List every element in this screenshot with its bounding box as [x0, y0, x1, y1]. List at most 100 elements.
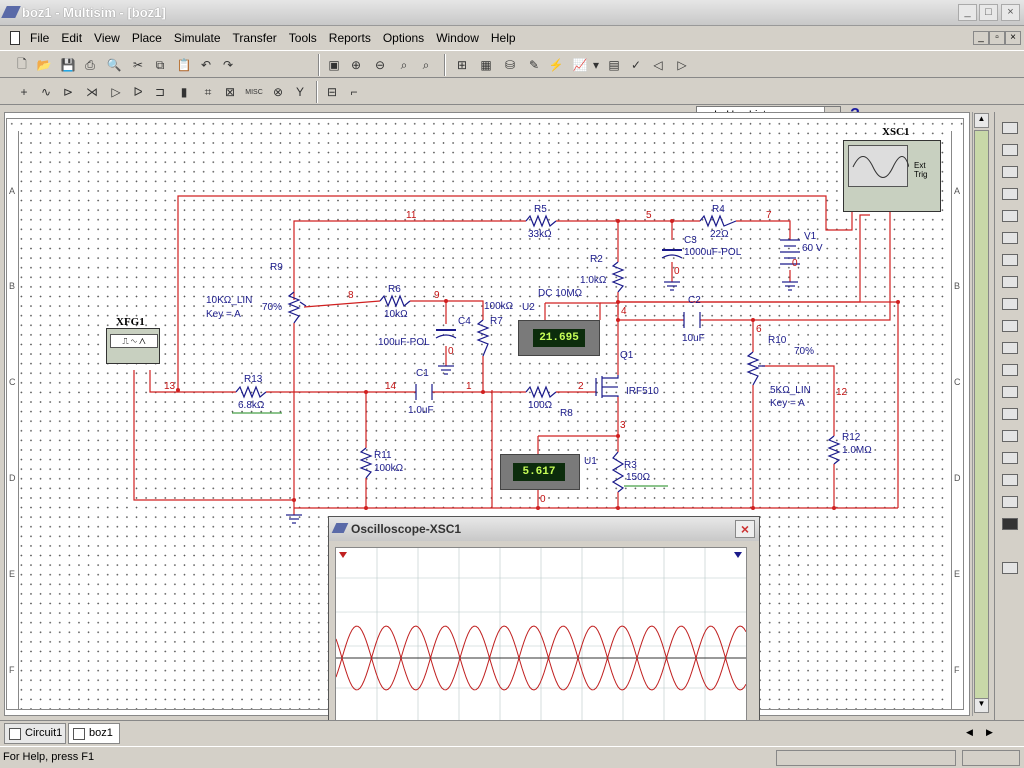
tab-scroll-right-icon[interactable]: ▶ [986, 727, 993, 737]
print-preview-icon[interactable]: 🔍 [106, 58, 122, 72]
resistor-r8[interactable] [525, 385, 557, 399]
cmos-icon[interactable]: ⊐ [154, 85, 166, 99]
tab-boz1[interactable]: boz1 [68, 723, 120, 744]
indicator-icon[interactable]: ⊠ [224, 85, 236, 99]
zoom-area-icon[interactable]: ⌕ [400, 57, 408, 72]
open-icon[interactable]: 📂 [36, 58, 52, 72]
menu-transfer[interactable]: Transfer [232, 31, 277, 45]
cut-icon[interactable]: ✂ [132, 58, 144, 72]
spectrum-analyzer-icon[interactable] [1002, 386, 1018, 398]
zoom-in-icon[interactable]: ⊕ [350, 58, 362, 72]
resistor-r13[interactable] [235, 385, 267, 399]
grapher-icon[interactable]: 📈 [572, 58, 588, 72]
postprocessor-icon[interactable]: ▤ [608, 58, 620, 72]
resistor-r7[interactable] [476, 319, 490, 357]
oscilloscope-icon[interactable] [1002, 188, 1018, 200]
distortion-analyzer-icon[interactable] [1002, 364, 1018, 376]
word-generator-icon[interactable] [1002, 276, 1018, 288]
maximize-button[interactable]: □ [979, 4, 998, 21]
misc-digital-icon[interactable]: ▮ [180, 85, 188, 99]
resistor-r11[interactable] [359, 447, 373, 479]
vertical-scrollbar[interactable]: ▲ ▼ [972, 112, 990, 716]
minimize-button[interactable]: _ [958, 4, 977, 21]
scroll-down-icon[interactable]: ▼ [974, 698, 989, 713]
potentiometer-r9[interactable] [287, 291, 301, 324]
labview-icon[interactable] [1002, 518, 1018, 530]
source-icon[interactable]: + [20, 85, 28, 99]
full-screen-icon[interactable]: ▣ [328, 58, 340, 72]
mosfet-q1[interactable] [602, 375, 619, 379]
network-analyzer-icon[interactable] [1002, 408, 1018, 420]
agilent-generator-icon[interactable] [1002, 430, 1018, 442]
redo-icon[interactable]: ↷ [222, 58, 234, 72]
wattmeter-icon[interactable] [1002, 166, 1018, 178]
oscilloscope-xsc1[interactable]: Ext Trig [843, 140, 941, 212]
frequency-counter-icon[interactable] [1002, 254, 1018, 266]
mdi-restore-button[interactable]: ▫ [989, 31, 1005, 45]
menu-help[interactable]: Help [490, 31, 516, 45]
menu-reports[interactable]: Reports [328, 31, 371, 45]
database-icon[interactable]: ⛁ [504, 58, 516, 72]
resistor-r2[interactable] [611, 261, 625, 293]
diode-icon[interactable]: ⊳ [62, 85, 74, 99]
misc-icon[interactable]: MISC [245, 88, 263, 96]
menu-edit[interactable]: Edit [61, 31, 83, 45]
schematic-canvas[interactable]: A B C D E F A B C D E F [6, 118, 964, 710]
new-icon[interactable]: 🗋 [17, 56, 27, 71]
electromechanical-icon[interactable]: Y [295, 85, 304, 99]
zoom-out-icon[interactable]: ⊖ [374, 58, 386, 72]
back-annotate-icon[interactable]: ◁ [653, 58, 663, 72]
agilent-multimeter-icon[interactable] [1002, 452, 1018, 464]
resistor-r4[interactable] [699, 214, 737, 228]
resistor-r6[interactable] [379, 294, 411, 308]
multimeter-u2[interactable]: 21.695 [518, 320, 600, 356]
menu-simulate[interactable]: Simulate [173, 31, 221, 45]
basic-icon[interactable]: ∿ [40, 85, 52, 99]
rf-icon[interactable]: ⊗ [272, 85, 284, 99]
print-icon[interactable]: ⎙ [85, 57, 95, 72]
hierarchical-block-icon[interactable]: ⊟ [326, 85, 338, 99]
scroll-up-icon[interactable]: ▲ [974, 113, 989, 128]
logic-converter-icon[interactable] [1002, 320, 1018, 332]
logic-analyzer-icon[interactable] [1002, 298, 1018, 310]
ttl-icon[interactable]: ᐅ [133, 85, 143, 99]
function-generator-xfg1[interactable]: ⎍ ∿ ⋀ [106, 328, 160, 364]
mdi-minimize-button[interactable]: _ [973, 31, 989, 45]
function-generator-icon[interactable] [1002, 144, 1018, 156]
spreadsheet-icon[interactable]: ▦ [480, 58, 492, 72]
zoom-fit-icon[interactable]: ⌕ [422, 57, 430, 72]
tab-circuit1[interactable]: Circuit1 [4, 723, 66, 744]
copy-icon[interactable]: ⧉ [155, 57, 165, 72]
potentiometer-r10[interactable] [746, 351, 760, 386]
mosfet-q1[interactable] [602, 395, 619, 397]
save-icon[interactable]: 💾 [60, 58, 76, 72]
undo-icon[interactable]: ↶ [200, 58, 212, 72]
transistor-icon[interactable]: ⋊ [86, 85, 98, 99]
menu-options[interactable]: Options [382, 31, 425, 45]
erc-icon[interactable]: ✓ [630, 58, 642, 72]
design-toolbox-icon[interactable]: ⊞ [456, 58, 468, 72]
four-channel-scope-icon[interactable] [1002, 210, 1018, 222]
resistor-r3[interactable] [611, 451, 625, 493]
agilent-scope-icon[interactable] [1002, 474, 1018, 486]
multimeter-icon[interactable] [1002, 122, 1018, 134]
tab-scroll-left-icon[interactable]: ◀ [966, 727, 973, 737]
oscilloscope-titlebar[interactable]: Oscilloscope-XSC1 × [329, 517, 759, 541]
analog-icon[interactable]: ▷ [111, 85, 121, 99]
resistor-r5[interactable] [525, 214, 557, 228]
resistor-r12[interactable] [827, 435, 841, 465]
tektronix-scope-icon[interactable] [1002, 496, 1018, 508]
menu-window[interactable]: Window [436, 31, 479, 45]
bode-plotter-icon[interactable] [1002, 232, 1018, 244]
multimeter-u1[interactable]: 5.617 [500, 454, 580, 490]
chevron-down-icon[interactable]: ▾ [592, 58, 600, 72]
component-wizard-icon[interactable]: ✎ [528, 58, 540, 72]
simulate-icon[interactable]: ⚡ [548, 58, 564, 72]
close-button[interactable]: × [1001, 4, 1020, 21]
capacitor-c3[interactable] [661, 254, 683, 259]
capacitor-c4[interactable] [435, 334, 457, 339]
menu-place[interactable]: Place [131, 31, 162, 45]
menu-file[interactable]: File [30, 31, 50, 45]
iv-analyzer-icon[interactable] [1002, 342, 1018, 354]
menu-tools[interactable]: Tools [288, 31, 317, 45]
